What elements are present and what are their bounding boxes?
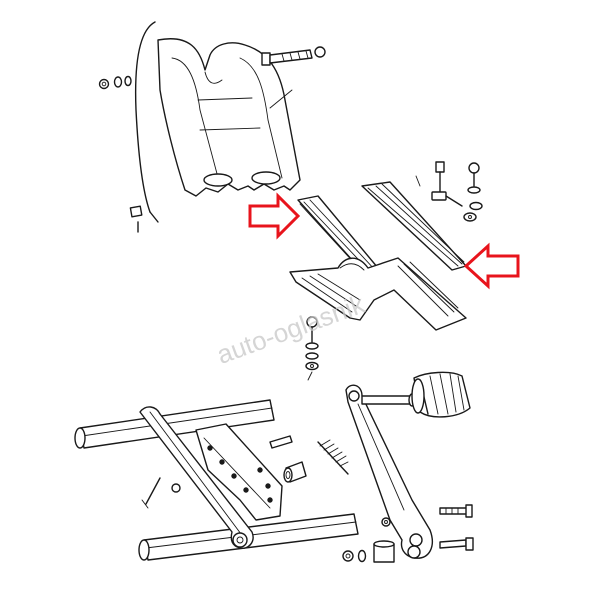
frame-cross-member xyxy=(74,399,359,561)
lever-hardware xyxy=(342,504,474,563)
pedal-lever-arm xyxy=(345,384,433,559)
rubber-pedal-block xyxy=(411,371,471,418)
callout-arrow-right xyxy=(463,242,520,290)
floor-mat xyxy=(134,21,301,223)
mat-fasteners xyxy=(98,75,143,233)
spring-pin-bushing xyxy=(269,435,349,483)
pedal-pad-right xyxy=(361,181,467,271)
callout-arrow-left xyxy=(248,192,301,240)
watermark-text: auto-oglasnik xyxy=(213,288,370,369)
pedal-base-plate xyxy=(289,257,467,331)
pedal-pivot-rod xyxy=(361,393,416,407)
mat-bolt xyxy=(261,46,326,66)
pedal-mount-hardware xyxy=(415,161,483,222)
screw-washer-stack xyxy=(305,316,319,381)
